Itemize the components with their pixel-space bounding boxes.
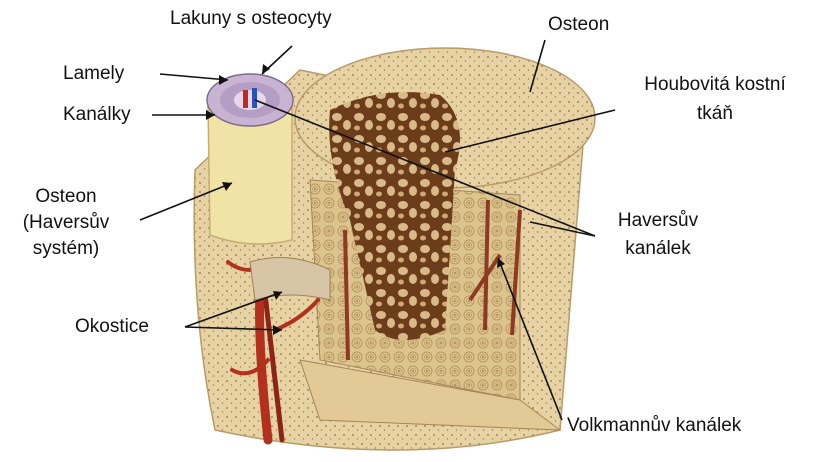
label-lamely: Lamely bbox=[63, 63, 124, 85]
label-lakuny: Lakuny s osteocyty bbox=[170, 8, 332, 30]
label-osteon-left-line2: (Haversův bbox=[6, 212, 126, 234]
label-houbovita-line1: Houbovitá kostní bbox=[615, 74, 815, 96]
label-osteon-left-line3: systém) bbox=[6, 238, 126, 260]
label-kanalky: Kanálky bbox=[63, 104, 131, 126]
label-houbovita-line2: tkáň bbox=[615, 103, 815, 125]
label-haversuv-line2: kanálek bbox=[598, 238, 718, 260]
label-osteon-left-line1: Osteon bbox=[6, 186, 126, 208]
label-osteon-top: Osteon bbox=[548, 14, 609, 36]
label-volkmannuv: Volkmannův kanálek bbox=[567, 415, 741, 437]
label-okostice: Okostice bbox=[75, 316, 149, 338]
osteon-cylinder bbox=[207, 74, 293, 244]
label-haversuv-line1: Haversův bbox=[598, 210, 718, 232]
